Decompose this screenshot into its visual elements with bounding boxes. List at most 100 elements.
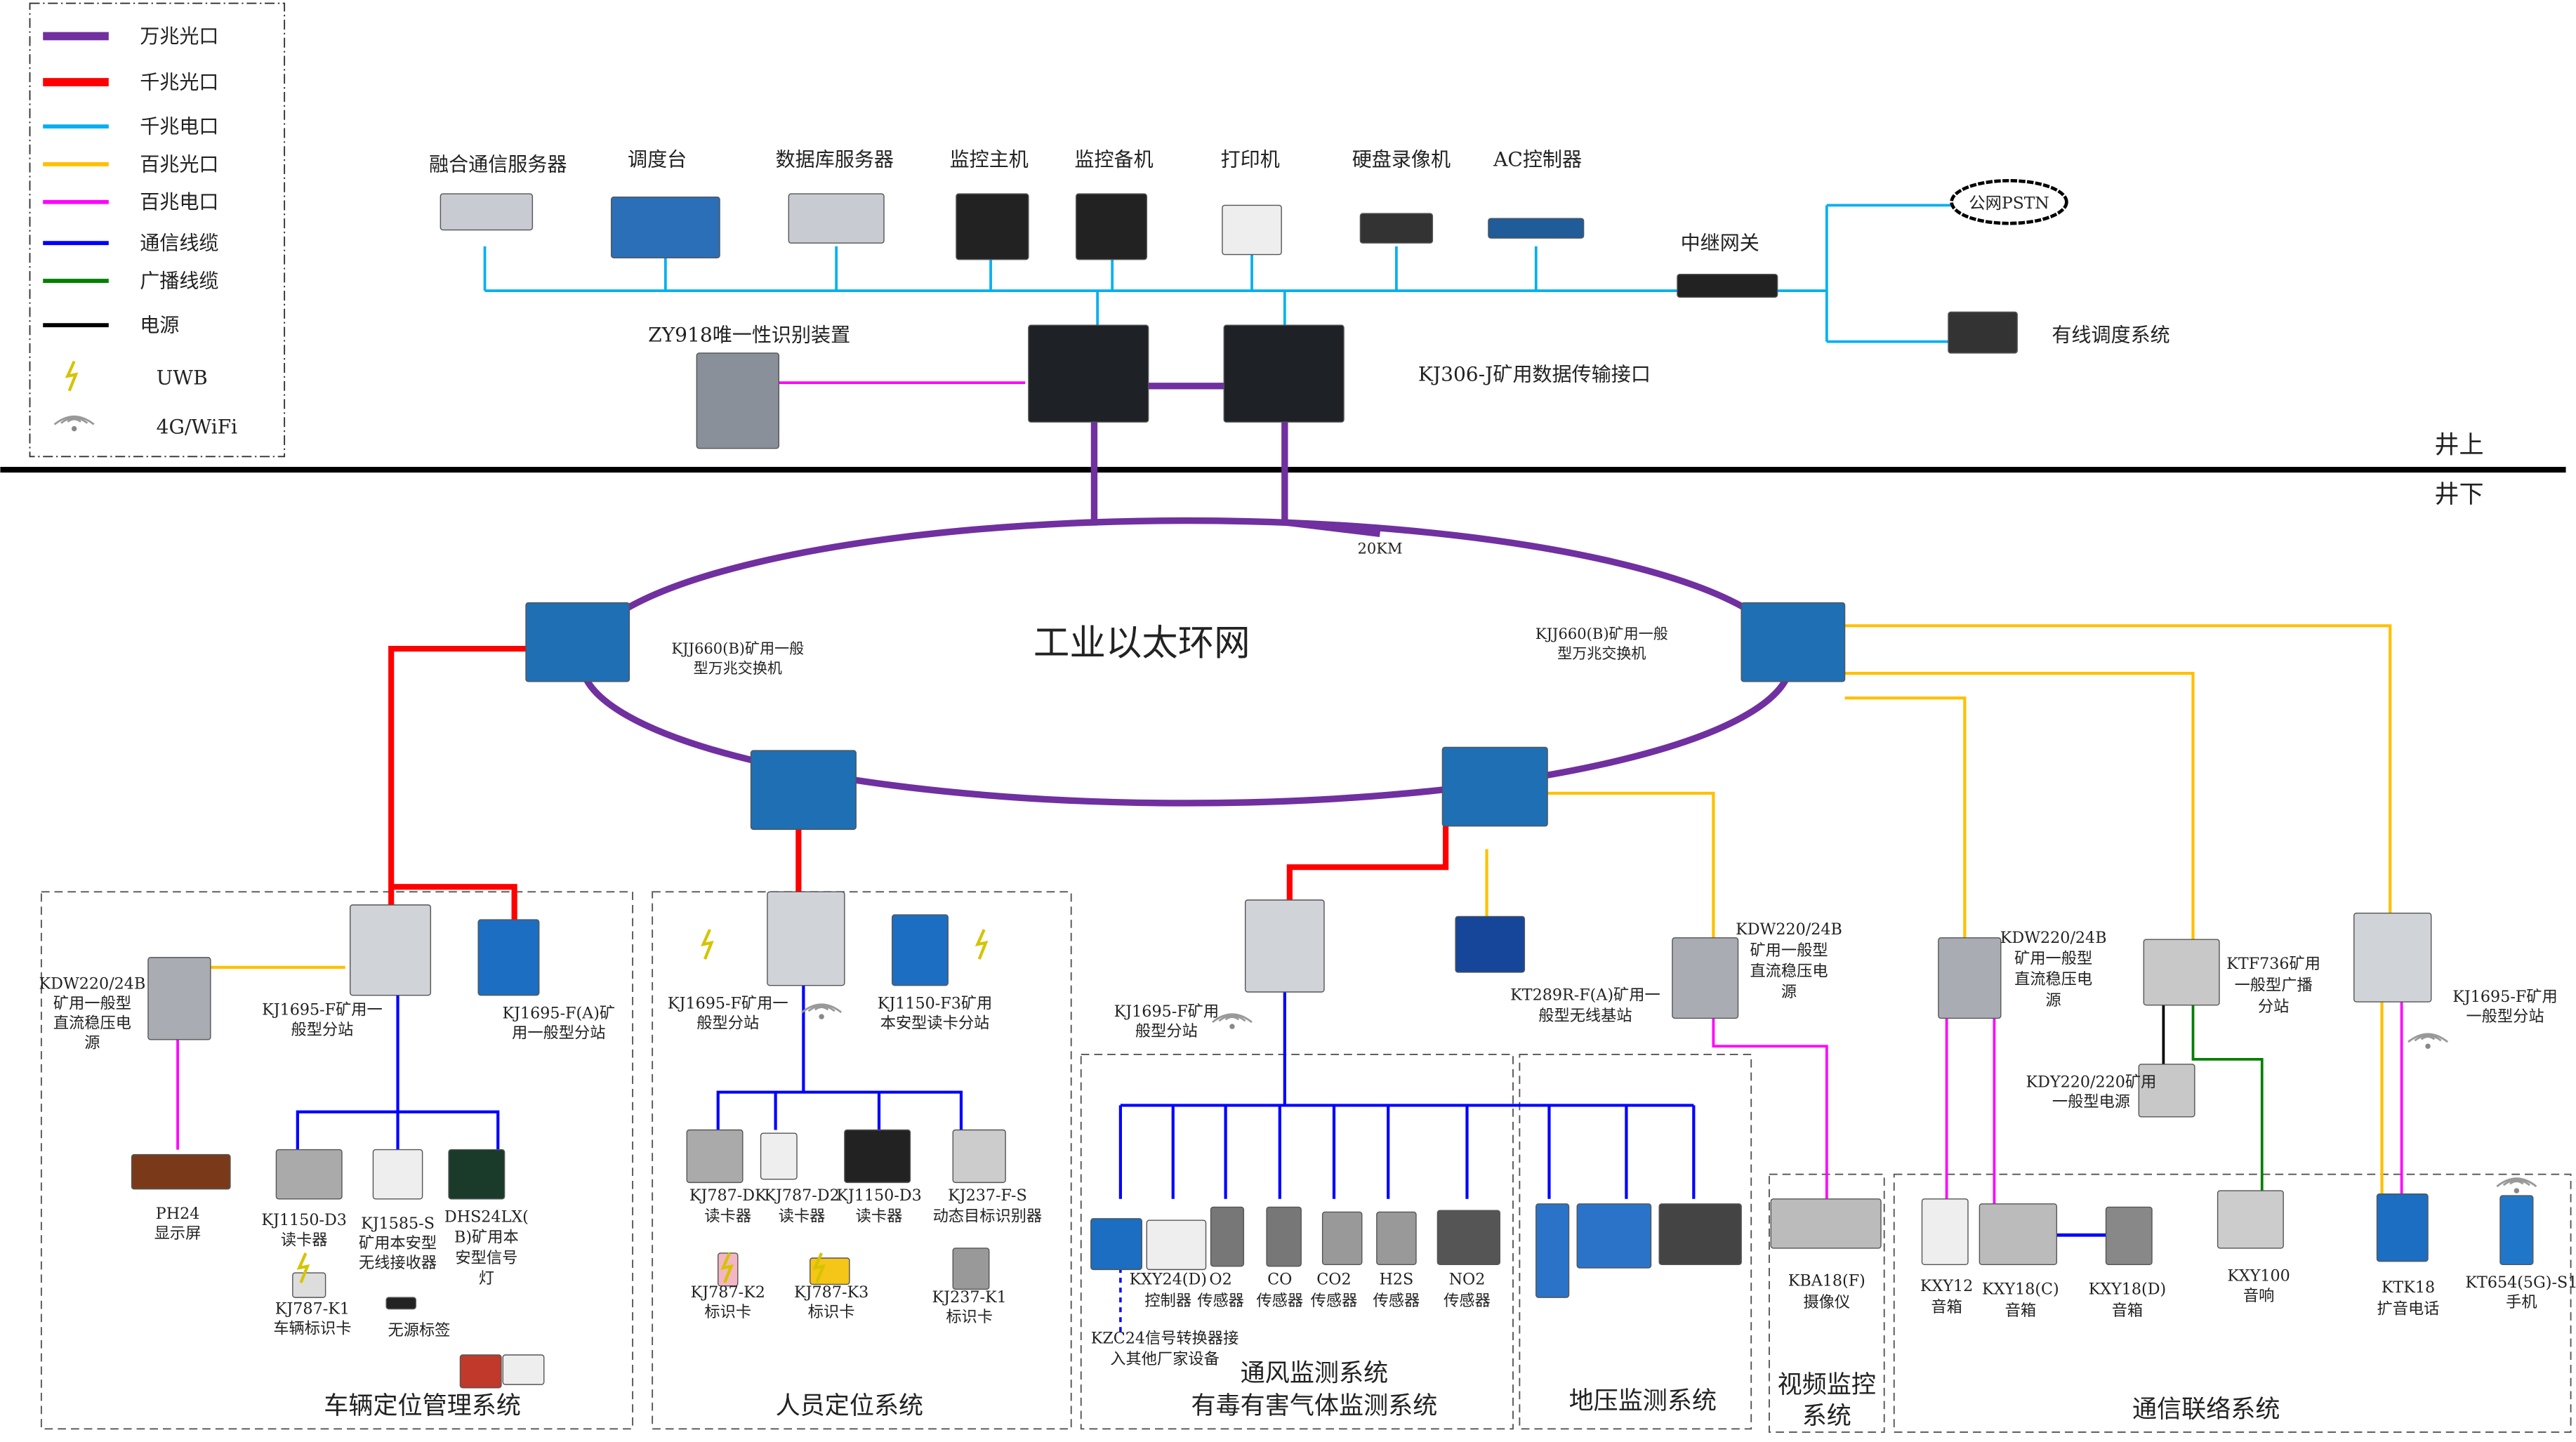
label-s3-no2: NO2 (1449, 1270, 1486, 1288)
label-pstn: 公网PSTN (1969, 193, 2049, 213)
label-kt289: KT289R-F(A)矿用一 (1510, 986, 1660, 1005)
s1-dhs24-signal-light (448, 1149, 506, 1200)
label-s3-h2s: H2S (1380, 1270, 1414, 1288)
label-s3-kxy24: KXY24(D) (1129, 1270, 1207, 1288)
legend-label-2: 千兆电口 (140, 114, 218, 138)
s2-kj787k2-card (718, 1252, 739, 1287)
label-r-ktf736: KTF736矿用 (2226, 955, 2320, 973)
label-s1-kj1150: 读卡器 (281, 1231, 328, 1249)
label-s1-dhs24: DHS24LX( (444, 1208, 529, 1226)
label-s3-co: CO (1267, 1270, 1292, 1288)
s1-kj1695a-station (477, 919, 540, 996)
kjj660-switch-bottom-left (750, 750, 857, 831)
monitor-host-pc (956, 193, 1029, 260)
uwb-lightning-icon (812, 1252, 826, 1283)
s2-kj1150f3-station (892, 914, 949, 986)
uwb-lightning-icon (296, 1252, 310, 1283)
s2-kj787dk-reader (686, 1129, 744, 1184)
label-s5-title: 视频监控 (1778, 1370, 1876, 1399)
gig-fiber-s3 (1286, 826, 1449, 900)
label-s6-kxy100: 音响 (2243, 1287, 2274, 1305)
s2-kj237fs-reader (952, 1129, 1006, 1184)
s3-kxy24-controller (1146, 1219, 1207, 1271)
label-s2-kj237fs: KJ237-F-S (948, 1186, 1027, 1205)
wifi-signal-icon (801, 1003, 843, 1019)
legend-box (29, 2, 286, 458)
label-s6-title: 通信联络系统 (2132, 1395, 2280, 1424)
label-zy918: ZY918唯一性识别装置 (648, 324, 850, 347)
label-s1-kj1585: 无线接收器 (359, 1254, 437, 1272)
section-ground-pressure (1519, 1053, 1752, 1430)
label-r-ktf736: 分站 (2258, 998, 2289, 1016)
label-kt289: 般型无线基站 (1538, 1007, 1632, 1025)
comm-s2-bus (716, 1090, 963, 1130)
label-mid-kdw: KDW220/24B (1736, 920, 1842, 939)
label-relay-gateway: 中继网关 (1681, 232, 1759, 255)
label-s1-kj787k1: 车辆标识卡 (273, 1320, 351, 1338)
legend-label-4: 百兆电口 (140, 190, 218, 213)
label-s2-kj237fs: 动态目标识别器 (933, 1207, 1043, 1225)
label-s3-o2: 传感器 (1197, 1292, 1244, 1310)
label-s3-o2: O2 (1209, 1270, 1231, 1288)
label-s3-co2: 传感器 (1311, 1292, 1358, 1310)
label-s5-kba18: KBA18(F) (1788, 1272, 1865, 1290)
s1-kj1695-station (349, 904, 432, 996)
legend-label-3: 百兆光口 (140, 152, 218, 176)
kjj660-switch-left (525, 602, 630, 682)
label-kj306: KJ306-J矿用数据传输接口 (1418, 363, 1651, 386)
mid-kdw-power (1672, 937, 1739, 1019)
label-s2-kj787k2: 标识卡 (704, 1303, 751, 1321)
label-s1-kdw: 源 (84, 1034, 100, 1052)
s6-kxy12-speaker (1921, 1198, 1969, 1266)
zy918-device (696, 352, 779, 449)
label-s6-kt654: 手机 (2506, 1293, 2537, 1311)
s4-pressure-sensor-2 (1576, 1203, 1652, 1269)
kj306-interface-right (1223, 324, 1345, 423)
pstn-cloud-icon (1950, 178, 2068, 225)
label-s1-ph24: 显示屏 (154, 1224, 202, 1243)
label-s2-kj1150d3: 读卡器 (856, 1207, 903, 1225)
label-r-kdy220: KDY220/220矿用 (2026, 1073, 2157, 1092)
wires (0, 204, 2566, 1334)
label-s6-kxy18d: 音箱 (2112, 1302, 2143, 1320)
label-s6-ktk18: 扩音电话 (2377, 1300, 2440, 1318)
s1-vehicle-loco (459, 1354, 502, 1389)
label-kjj660-left: 型万兆交换机 (694, 659, 782, 677)
s3-kj1695-station (1244, 899, 1325, 993)
dvr (1359, 213, 1434, 244)
magenta-camera (1712, 1018, 1828, 1199)
s3-o2-sensor (1210, 1206, 1245, 1267)
s3-co-sensor (1266, 1206, 1302, 1267)
r-ktf736-station (2143, 939, 2220, 1006)
label-s1-kj1695: 般型分站 (291, 1021, 353, 1039)
label-dispatch-console: 调度台 (628, 147, 687, 171)
label-s3-co2: CO2 (1316, 1270, 1351, 1288)
label-r-kj1695: 一般型分站 (2466, 1007, 2544, 1026)
s1-ph24-display (131, 1153, 231, 1190)
uwb-lightning-icon (720, 1252, 734, 1283)
label-mid-kdw: 源 (1781, 983, 1797, 1001)
section-communication (1893, 1173, 2572, 1433)
r-kj1695-station (2353, 913, 2432, 1003)
label-s6-kt654: KT654(5G)-S1 (2465, 1274, 2576, 1292)
label-s3-kj1695: KJ1695-F矿用 (1114, 1003, 1219, 1021)
s6-kxy18c-speaker (1979, 1203, 2058, 1266)
s5-kba18-camera (1770, 1198, 1882, 1249)
r-kdy220-power (2138, 1064, 2195, 1118)
label-monitor-host: 监控主机 (950, 147, 1029, 171)
s3-h2s-sensor (1376, 1211, 1417, 1266)
label-s6-kxy12: KXY12 (1920, 1277, 1973, 1295)
s6-kxy18d-speaker (2105, 1206, 2153, 1266)
dispatch-console (610, 197, 720, 258)
label-s1-kj1695a: 用一般型分站 (512, 1024, 605, 1043)
kjj660-switch-bottom-right (1441, 746, 1548, 827)
label-s6-ktk18: KTK18 (2382, 1278, 2435, 1297)
label-s3-h2s: 传感器 (1373, 1292, 1420, 1310)
label-r-kdw: KDW220/24B (2000, 929, 2107, 947)
s1-vehicle-truck (502, 1354, 545, 1385)
label-s2-kj237k1: 标识卡 (946, 1308, 993, 1326)
label-r-kdw: 直流稳压电 (2014, 970, 2092, 988)
label-mid-kdw: 直流稳压电 (1750, 963, 1828, 981)
label-r-kdw: 源 (2046, 991, 2061, 1010)
